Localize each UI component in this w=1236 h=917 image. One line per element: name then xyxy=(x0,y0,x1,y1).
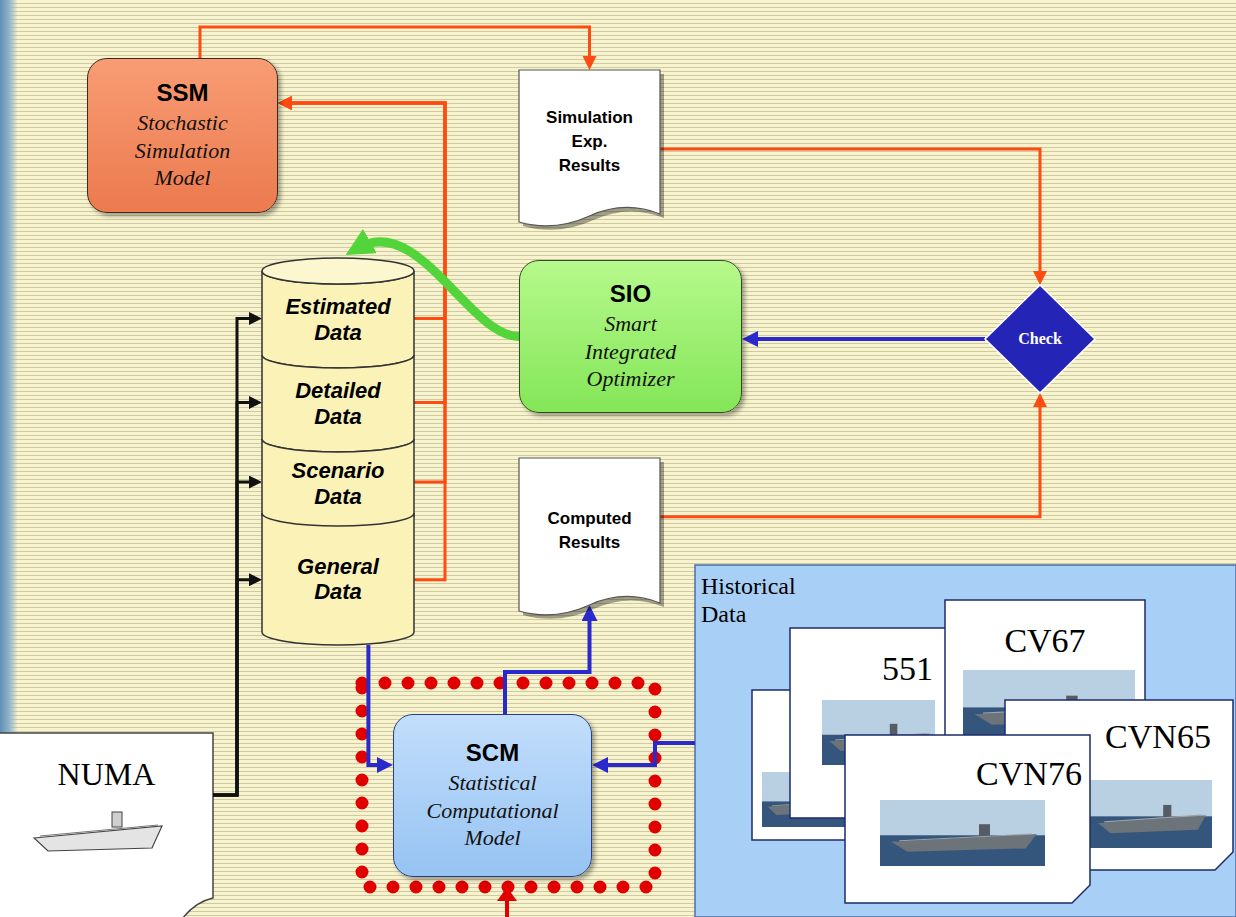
connector xyxy=(750,337,985,341)
ship-photo xyxy=(1090,780,1212,848)
numa-sheet xyxy=(0,733,213,917)
box-heading: SIO xyxy=(610,280,651,308)
database-section: Estimated Data xyxy=(262,258,414,368)
text-group: 551 xyxy=(790,628,965,818)
box-label: Smart Integrated Optimizer xyxy=(568,310,693,393)
ship-drawing xyxy=(112,812,122,827)
connector xyxy=(213,482,256,795)
ship-photo xyxy=(880,800,1045,866)
box-label: Statistical Computational Model xyxy=(418,769,568,852)
box-label: General Data xyxy=(274,554,402,605)
text-group: SCMStatistical Computational Model xyxy=(394,715,591,876)
card-sheet xyxy=(845,735,1090,903)
box-label: Estimated Data xyxy=(274,294,402,345)
ship-drawing xyxy=(40,825,158,836)
box-heading: SSM xyxy=(156,79,208,107)
text-group: SSMStochastic Simulation Model xyxy=(88,59,277,212)
drum-body xyxy=(262,355,414,452)
results-document: Simulation Exp. Results xyxy=(519,70,660,228)
text-group: SIOSmart Integrated Optimizer xyxy=(520,261,741,412)
connector xyxy=(213,580,256,795)
optimizer-box: SIOSmart Integrated Optimizer xyxy=(519,260,742,413)
box-label: Simulation Exp. Results xyxy=(541,106,639,177)
connector xyxy=(660,149,1040,278)
ship-card: CVN65 xyxy=(1005,700,1233,870)
text-group: NUMA xyxy=(0,733,213,917)
drum-body xyxy=(262,271,414,368)
box-label: Stochastic Simulation Model xyxy=(118,109,248,192)
text-group: Estimated Data xyxy=(262,258,414,368)
red-arrow xyxy=(497,887,517,901)
ship-drawing xyxy=(34,826,162,851)
box-label: CV67 xyxy=(1004,622,1085,659)
text-group: CVN65 xyxy=(1005,700,1233,870)
computational-model-box: SCMStatistical Computational Model xyxy=(393,714,592,877)
connector xyxy=(368,645,385,765)
connector xyxy=(213,403,256,796)
drum-top xyxy=(262,258,414,284)
drum-body xyxy=(262,513,414,645)
document-sheet xyxy=(519,70,660,226)
results-document: Computed Results xyxy=(519,458,660,617)
box-label: Computed Results xyxy=(540,507,640,555)
text-group: CVN76 xyxy=(845,735,1090,903)
ship-card: CVN76 xyxy=(845,735,1090,903)
box-label: 551 xyxy=(882,650,933,687)
ship-card: 551 xyxy=(790,628,965,818)
box-label: Check xyxy=(1018,330,1062,348)
connector xyxy=(600,743,695,765)
connector xyxy=(213,319,256,796)
text-group: Scenario Data xyxy=(262,426,414,528)
database-section: Scenario Data xyxy=(262,426,414,528)
box-label: CVN65 xyxy=(1105,718,1211,755)
numa-document: NUMA xyxy=(0,733,213,917)
text-group: Detailed Data xyxy=(262,342,414,452)
text-group: Simulation Exp. Results xyxy=(519,70,660,228)
box-label: CVN76 xyxy=(976,755,1082,792)
document-sheet xyxy=(519,458,660,615)
connector xyxy=(505,613,590,714)
box-heading: SCM xyxy=(466,739,519,767)
connector xyxy=(660,400,1040,517)
text-group: General Data xyxy=(262,500,414,645)
text-group: Check xyxy=(985,285,1095,393)
diamond-shape xyxy=(985,285,1095,393)
box-label: Detailed Data xyxy=(274,378,402,429)
historical-data-panel: Historical Data 551 CV67CVN76 CVN65 xyxy=(695,565,1236,917)
dotted-frame xyxy=(362,683,655,887)
text-group: Computed Results xyxy=(519,458,660,617)
box-label: Scenario Data xyxy=(274,458,402,509)
box-label: Historical Data xyxy=(701,573,811,628)
check-diamond: Check xyxy=(985,285,1095,393)
simulation-model-box: SSMStochastic Simulation Model xyxy=(87,58,278,213)
drum-body xyxy=(262,439,414,528)
box-label: NUMA xyxy=(58,757,156,792)
database-section: General Data xyxy=(262,500,414,645)
database-section: Detailed Data xyxy=(262,342,414,452)
historical-panel-ground xyxy=(695,565,1236,917)
